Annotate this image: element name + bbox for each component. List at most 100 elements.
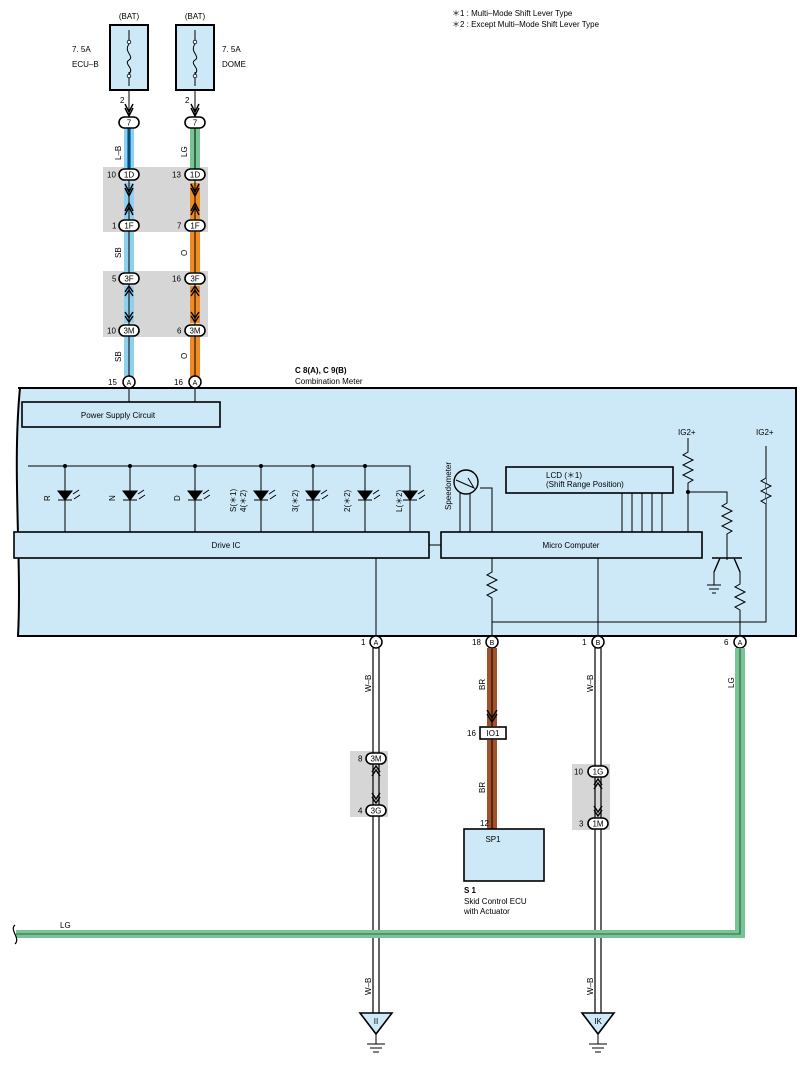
connector-1d-right-label: 1D <box>190 171 200 180</box>
meter-body <box>15 387 797 637</box>
connector-7-right <box>184 116 206 129</box>
arrow-fuse-left <box>124 103 134 118</box>
connector-7-right-label: 7 <box>193 119 198 128</box>
led-3: 3(＊2) <box>291 466 329 532</box>
arrows-3f <box>124 284 200 297</box>
bat-label-left: (BAT) <box>119 12 140 21</box>
ig2-right-resistor-zigzag <box>759 477 773 505</box>
wire-label-lg-lower: LG <box>727 677 736 688</box>
lg-wire-break <box>12 924 18 945</box>
meter-power-leads <box>128 388 196 402</box>
meter-pin-18b-conn: B <box>490 640 495 647</box>
fuse-ecu-b: (BAT) 7. 5A ECU–B 2 <box>72 12 149 105</box>
drive-ic-label: Drive IC <box>212 541 241 550</box>
meter-pin-6a-conn: A <box>738 640 743 647</box>
lcd-label-line2: (Shift Range Position) <box>546 480 624 489</box>
wb-wire-left-lines <box>372 648 380 1015</box>
arrows-io1 <box>486 709 498 724</box>
led-r-icon <box>56 466 74 532</box>
led-d-icon <box>186 466 204 532</box>
sp1-name-line2: with Actuator <box>463 907 510 916</box>
arrows-1g <box>593 777 603 790</box>
ground-ik-icon <box>589 1034 607 1053</box>
lg-wire-center <box>16 648 741 935</box>
wb-wire-right: W–B W–B 1G 10 1M 3 <box>574 648 609 1015</box>
pin-16-a: 16 <box>174 378 183 387</box>
pin-1-a: 1 <box>361 638 366 647</box>
wb-wire-left: W–B W–B 3M 8 3G 4 <box>358 648 387 1015</box>
pin-10-1g: 10 <box>574 768 583 777</box>
pin-6-a: 6 <box>724 638 729 647</box>
pin-6-3m: 6 <box>177 327 182 336</box>
pin-12-sp1: 12 <box>480 819 489 828</box>
sp1-label: SP1 <box>485 835 501 844</box>
arrows-3g <box>371 792 381 805</box>
combination-meter: C 8(A), C 9(B) Combination Meter A 15 A … <box>13 366 797 637</box>
arrows-3m-lower <box>371 764 381 777</box>
transistor-symbol <box>712 557 742 573</box>
ground-ik-triangle <box>580 1012 616 1036</box>
speed-pullup-resistor <box>485 558 740 623</box>
indicator-label-n: N <box>108 495 117 501</box>
ground-ii-triangle <box>358 1012 394 1036</box>
indicator-label-r: R <box>43 495 52 501</box>
lcd-display <box>505 466 674 494</box>
wire-label-sb-upper: SB <box>114 247 123 258</box>
connector-3f-right <box>184 272 206 285</box>
connector-1m <box>587 817 609 830</box>
arrows-3m-top <box>124 311 200 324</box>
upper-connectors: 7 7 1D 10 1D 13 1F 1 1F 7 3F 5 3F 16 3M … <box>107 116 206 337</box>
meter-name: Combination Meter <box>295 377 363 386</box>
wb-wire-right-lines <box>594 648 602 1015</box>
lg-wire-lower: LG LG <box>12 648 745 945</box>
meter-pin-15-conn: A <box>127 380 132 387</box>
ig2-label-right: IG2+ <box>756 428 774 437</box>
connector-7-left <box>118 116 140 129</box>
indicator-bus <box>28 465 411 532</box>
pin-10-1d: 10 <box>107 171 116 180</box>
pin-16-io1: 16 <box>467 729 476 738</box>
wire-label-br-lower: BR <box>478 782 487 793</box>
fuse-pin-right: 2 <box>185 96 190 105</box>
connector-1d-right <box>184 168 206 181</box>
connector-1g-label: 1G <box>593 768 604 777</box>
ground-ii: II <box>358 1012 394 1053</box>
wire-label-lb: L–B <box>114 146 123 160</box>
led-2: 2(＊2) <box>343 466 381 532</box>
led-l-icon <box>401 490 419 501</box>
upper-wires <box>124 90 200 377</box>
connector-3m-lower-label: 3M <box>370 755 381 764</box>
fuse-dome: (BAT) 7. 5A DOME 2 <box>175 12 246 105</box>
pin-3-1m: 3 <box>579 820 584 829</box>
fuse-name-right: DOME <box>222 60 246 69</box>
pin-1-1f: 1 <box>112 222 117 231</box>
led-3-rays <box>320 489 329 500</box>
indicator-label-2: 2(＊2) <box>343 489 352 512</box>
power-supply-label: Power Supply Circuit <box>81 411 156 420</box>
speedometer-label: Speedometer <box>444 462 453 510</box>
pin-7-1f: 7 <box>177 222 182 231</box>
indicator-label-3: 3(＊2) <box>291 489 300 512</box>
wire-label-sb-lower: SB <box>114 351 123 362</box>
fuse-node-left-top <box>126 39 132 45</box>
connector-1d-left-label: 1D <box>124 171 134 180</box>
meter-pin-1b <box>591 635 605 649</box>
connector-3f-right-label: 3F <box>190 275 199 284</box>
connector-1d-left <box>118 168 140 181</box>
led-r-rays <box>72 489 81 500</box>
power-supply-circuit <box>21 401 221 428</box>
sp1-code: S 1 <box>464 886 477 895</box>
connector-1m-label: 1M <box>592 820 603 829</box>
wire-label-wb-left-lower: W–B <box>364 978 373 995</box>
sp1-box <box>463 828 545 882</box>
ig2-label-left: IG2+ <box>678 428 696 437</box>
connector-1g <box>587 765 609 778</box>
connector-3m-left <box>118 324 140 337</box>
led-l-rays <box>417 489 426 500</box>
pin-5-3f: 5 <box>112 275 117 284</box>
led-s-icon <box>252 466 270 532</box>
arrows-1d <box>124 183 200 198</box>
wire-label-lg-horizontal: LG <box>60 921 71 930</box>
skid-control-ecu: SP1 S 1 Skid Control ECU with Actuator <box>463 828 545 916</box>
